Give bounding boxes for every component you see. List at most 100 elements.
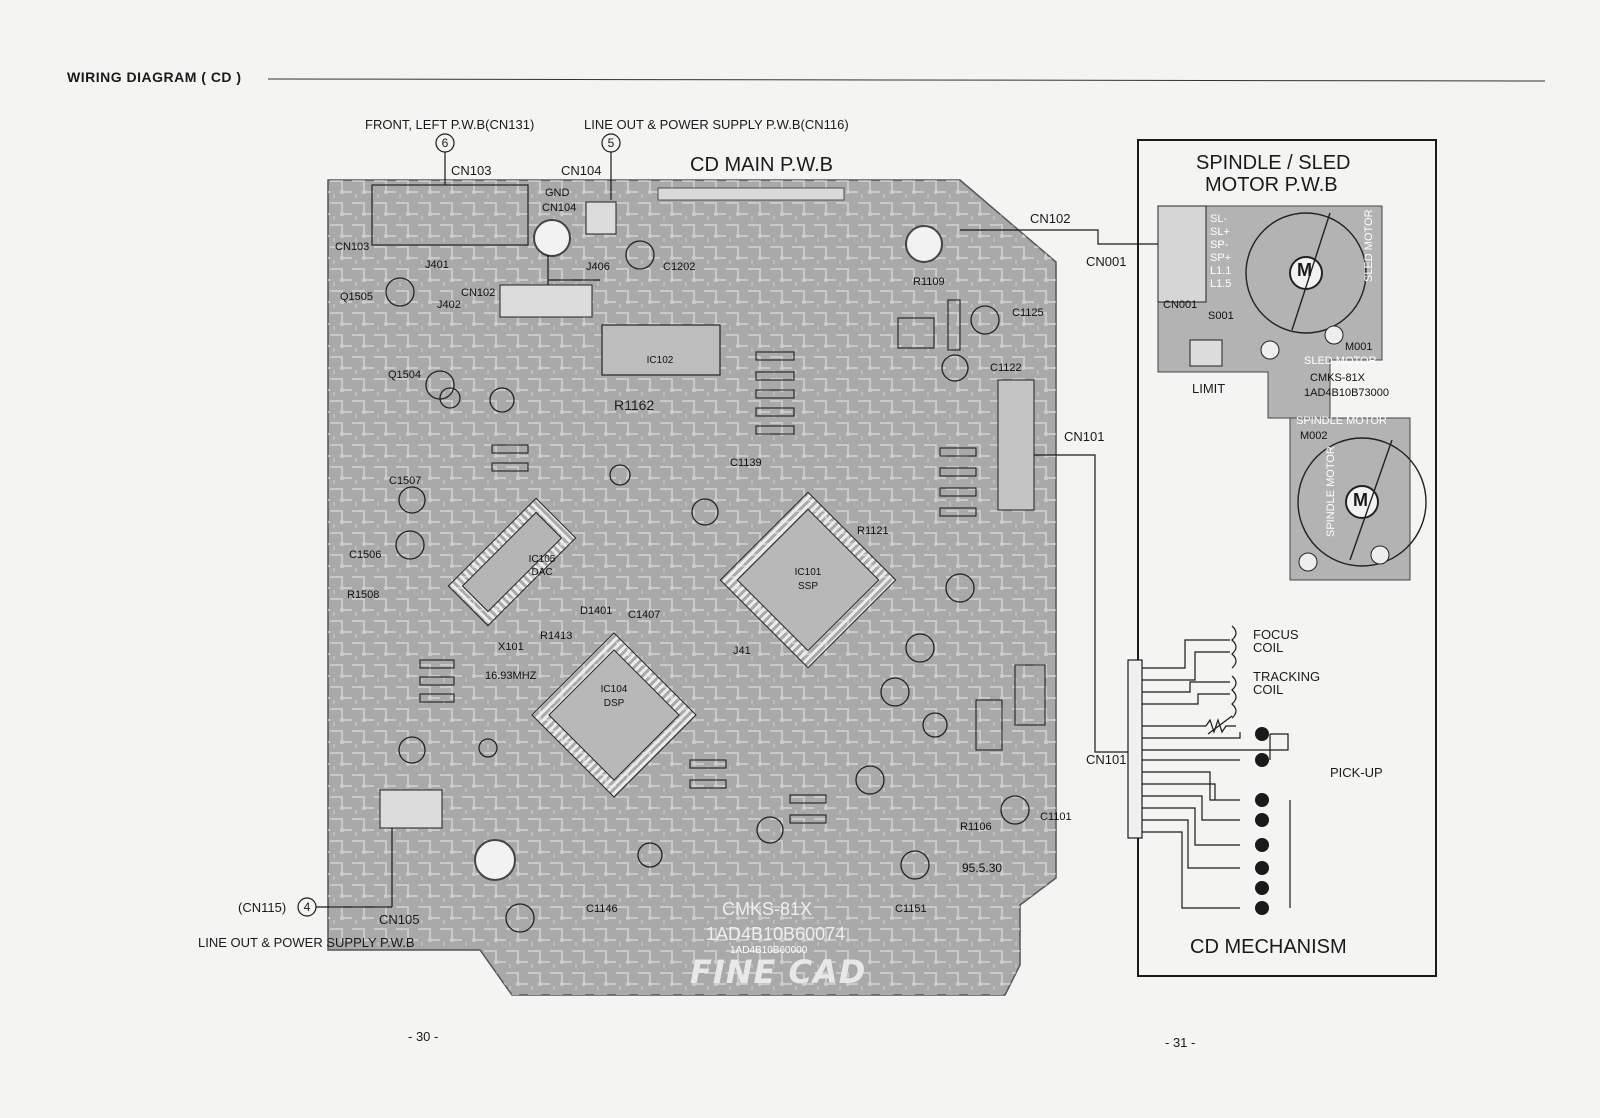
tracking-label-1: TRACKING [1253,669,1321,684]
cn001-label: CN001 [1086,254,1127,269]
limit-label: LIMIT [1192,381,1226,396]
c1101-label: C1101 [1040,811,1072,823]
mechanism-wiring [1127,625,1291,909]
cn105-label: CN105 [379,912,420,927]
ic101-label: IC101 [794,567,822,578]
c1122-label: C1122 [990,362,1022,374]
fine-cad-brand: FINE CAD [690,953,867,991]
m001-label: M001 [1345,341,1373,353]
ic102-label: IC102 [646,355,674,366]
r1162-label: R1162 [614,397,655,413]
cn101-label: CN101 [1064,429,1105,444]
j406-label: J406 [586,261,610,273]
cn104-pcb-label: CN104 [542,202,577,214]
cn102-connector [499,284,593,318]
spindle-code: 1AD4B10B73000 [1304,387,1390,399]
pin-5: L1.1 [1210,265,1232,277]
j401-label: J401 [425,259,449,271]
r1109-label: R1109 [913,276,945,288]
main-board-title: CD MAIN P.W.B [690,154,833,176]
sled-motor-m-icon: M [1297,260,1312,280]
j402-label: J402 [437,299,461,311]
part-code-label: 1AD4B10B60074 [706,924,846,944]
c1202-label: C1202 [663,261,696,273]
pin-4: SP+ [1210,252,1232,264]
cn101-connector [997,379,1035,511]
pin-1: SL- [1210,213,1228,225]
q1504-label: Q1504 [388,369,422,381]
sled-motor-label: SLED MOTOR [1304,355,1377,367]
header-rule [267,78,1546,82]
pin-2: SL+ [1210,226,1230,238]
r1508-label: R1508 [347,589,380,601]
spindle-cn001-label: CN001 [1163,299,1198,311]
spindle-vertical-label: SPINDLE MOTOR [1325,446,1337,537]
cn102-label: CN102 [1030,211,1071,226]
j41-label: J41 [733,645,751,657]
d1401-label: D1401 [580,605,613,617]
m002-label: M002 [1300,430,1328,442]
focus-label-1: FOCUS [1253,627,1299,642]
ic104-sub-label: DSP [603,698,625,709]
part-code-small-label: 1AD4B10B60000 [730,945,808,956]
line-out-top-num: 5 [607,136,615,150]
focus-label-2: COIL [1253,640,1284,655]
spindle-motor-m-icon: M [1353,490,1368,510]
spindle-title-2: MOTOR P.W.B [1205,174,1338,196]
q1505-label: Q1505 [340,291,374,303]
line-out-bottom-label: LINE OUT & POWER SUPPLY P.W.B [198,935,415,950]
main-pcb-board [327,179,1057,996]
pin-3: SP- [1210,239,1229,251]
x101-label: X101 [498,641,524,653]
cn101b-label: CN101 [1086,752,1127,767]
c1125-label: C1125 [1012,307,1044,319]
c1507-label: C1507 [389,475,422,487]
gnd-label: GND [545,187,570,199]
ic102-chip [601,324,721,376]
cn103-label: CN103 [451,163,492,178]
spindle-part-no: CMKS-81X [1310,372,1366,384]
ic105-sub-label: DAC [531,567,553,578]
tracking-label-2: COIL [1253,682,1284,697]
cn102-pcb-label: CN102 [461,287,496,299]
ic104-label: IC104 [600,684,628,695]
date-label: 95.5.30 [962,861,1003,875]
crystal-label: 16.93MHZ [485,670,537,682]
cn115-num: 4 [303,900,311,914]
page-number-right: - 31 - [1165,1035,1196,1050]
cn104-connector [585,201,617,235]
r1106-label: R1106 [960,821,992,833]
front-left-label: FRONT, LEFT P.W.B(CN131) [365,117,535,132]
page-title: WIRING DIAGRAM ( CD ) [67,69,242,85]
r1413-label: R1413 [540,630,573,642]
spindle-motor-label: SPINDLE MOTOR [1296,415,1387,427]
r1121-label: R1121 [857,525,889,537]
cn105-connector [379,789,443,829]
cn103-connector [371,184,529,246]
sled-vertical-label: SLED MOTOR [1363,209,1375,282]
cn115-label: (CN115) [238,900,287,915]
s001-label: S001 [1208,310,1234,322]
c1506-label: C1506 [349,549,382,561]
ic105-chip [447,497,577,627]
c1146-label: C1146 [586,903,618,915]
ic104-chip [531,632,697,798]
spindle-title-1: SPINDLE / SLED [1196,152,1351,174]
pickup-leds [1255,727,1269,915]
c1139-label: C1139 [730,457,762,469]
spindle-box [1137,139,1437,977]
wiring-lines [297,133,1158,917]
c1151-label: C1151 [895,903,927,915]
cn104-label: CN104 [561,163,602,178]
pickup-label: PICK-UP [1330,765,1383,780]
part-no-label: CMKS-81X [722,899,813,919]
ic101-chip [719,491,897,669]
ic105-label: IC105 [528,554,556,565]
front-left-num: 6 [441,136,449,150]
line-out-top-label: LINE OUT & POWER SUPPLY P.W.B(CN116) [584,117,849,132]
c1407-label: C1407 [628,609,661,621]
ic101-sub-label: SSP [797,581,818,592]
page-number-left: - 30 - [408,1029,439,1044]
